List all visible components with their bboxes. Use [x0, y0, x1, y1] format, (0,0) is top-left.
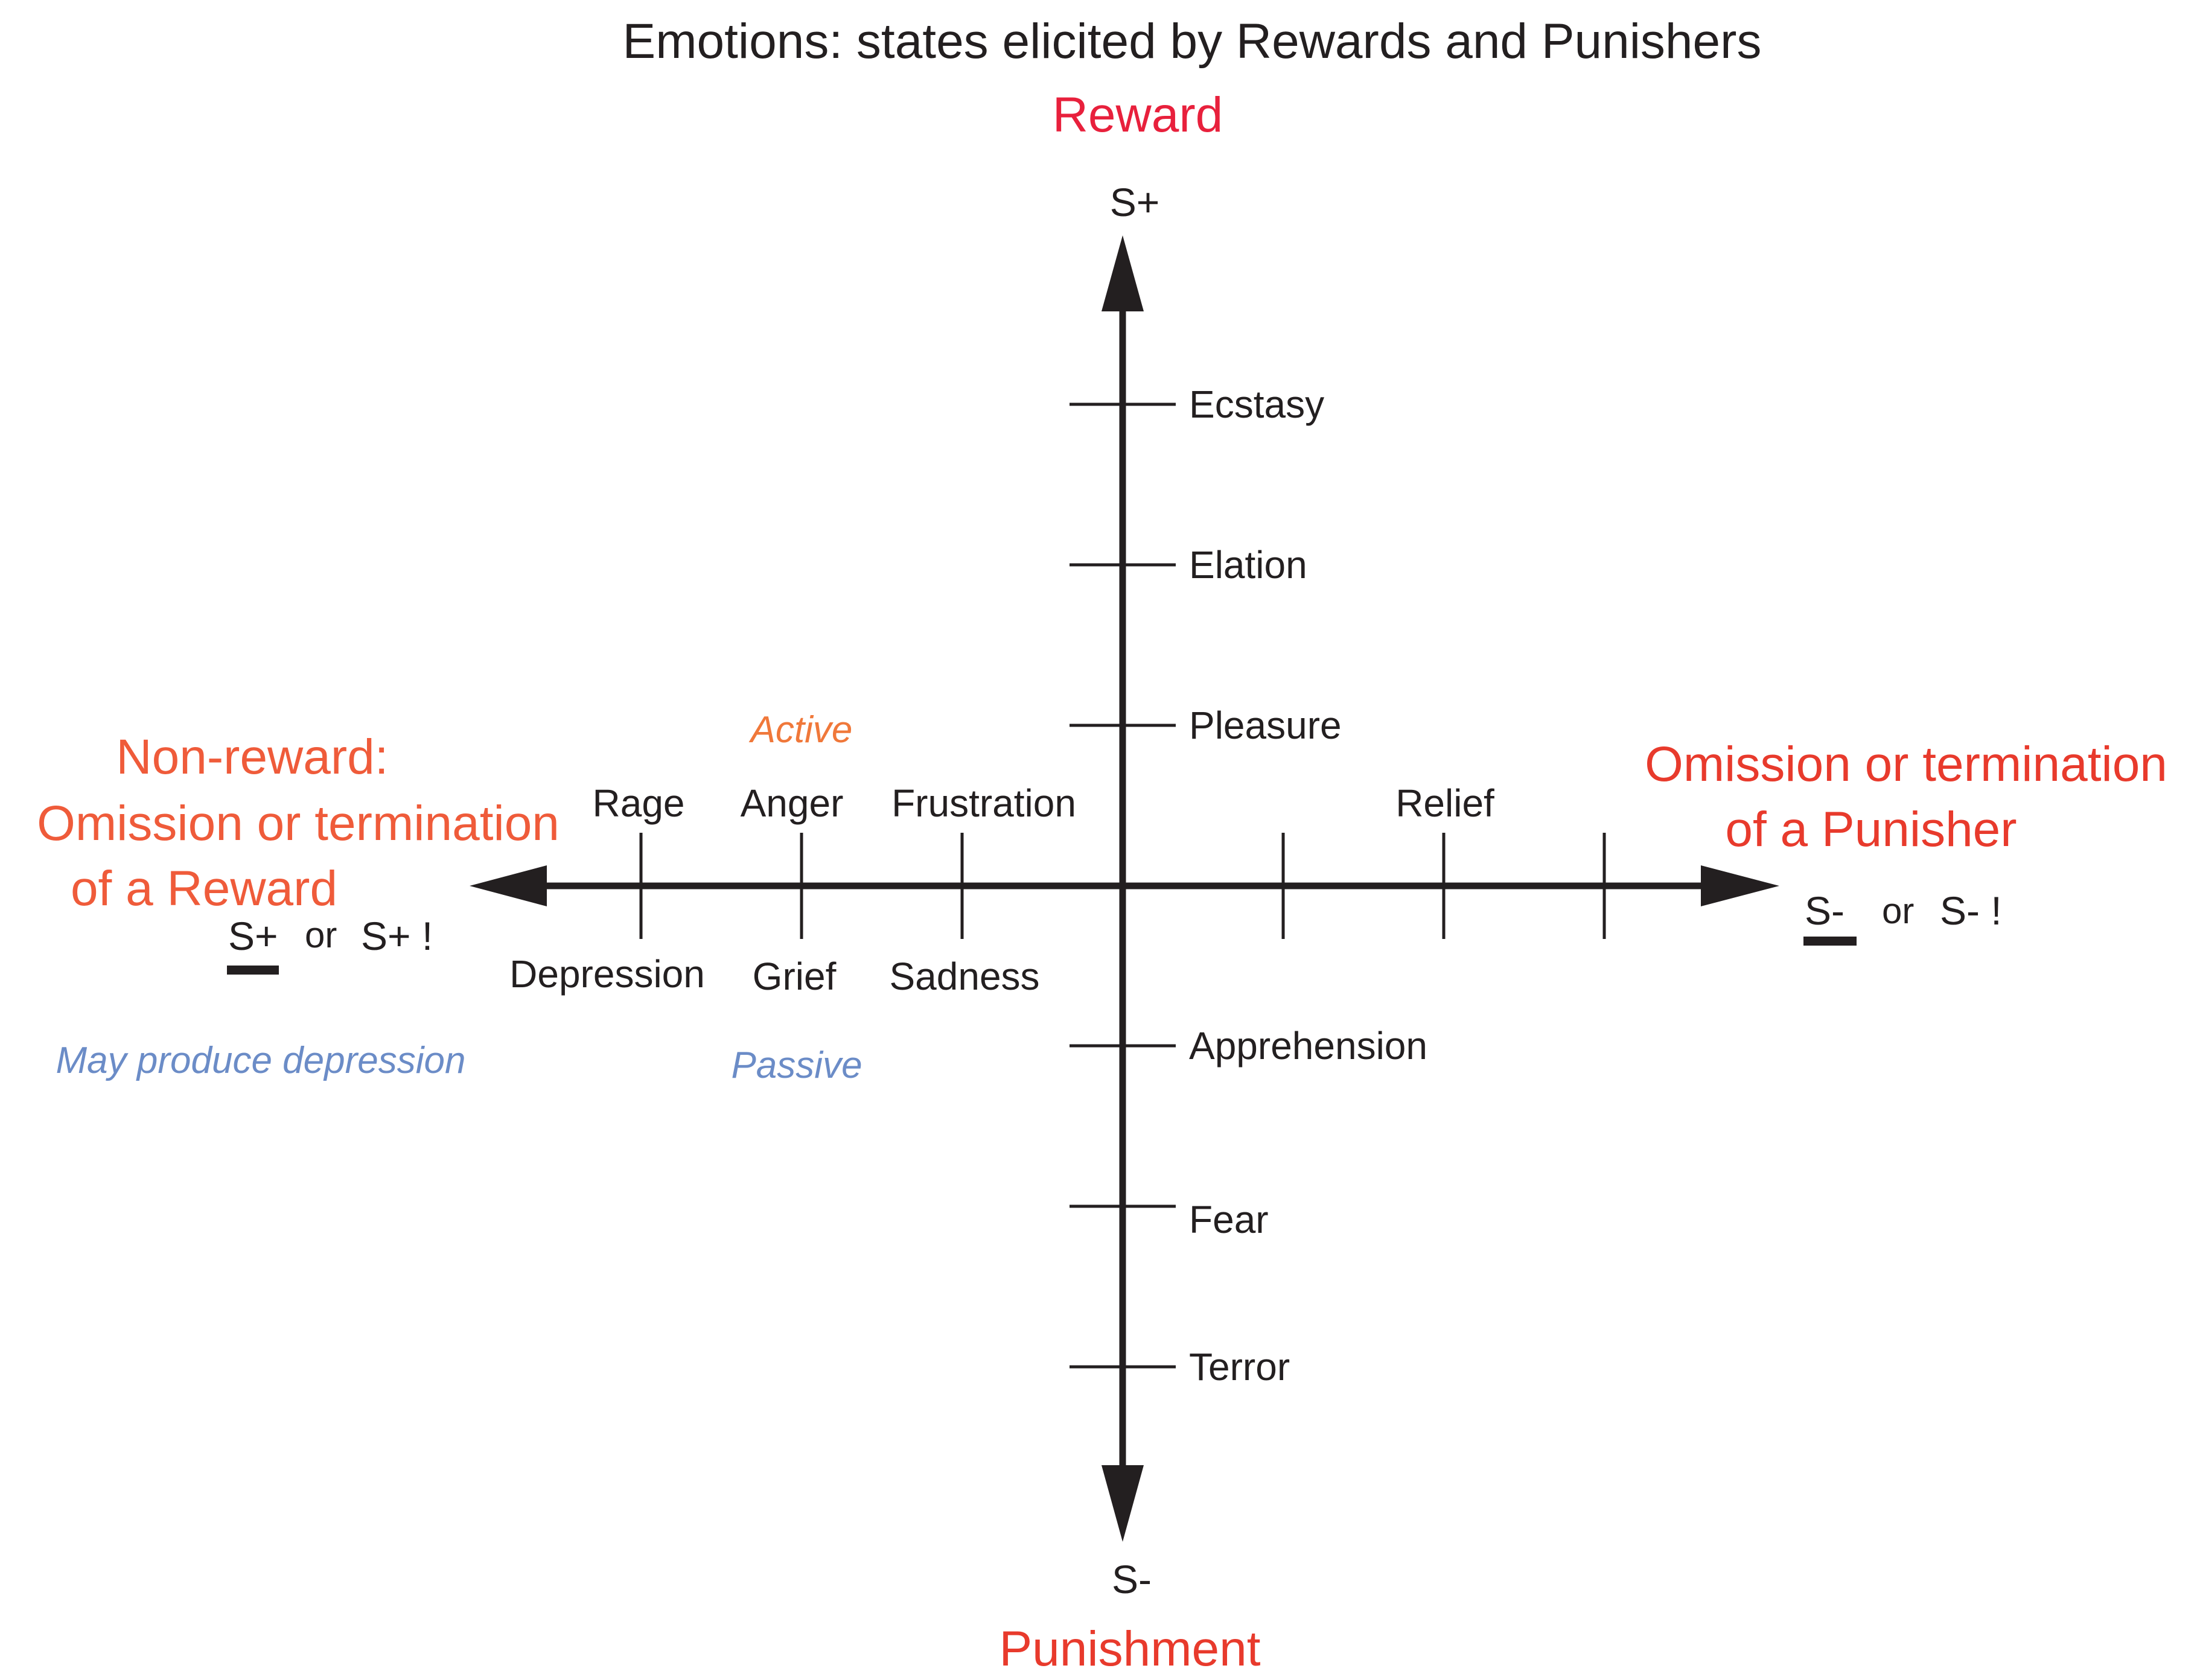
emotion-terror: Terror: [1189, 1345, 1290, 1389]
bottom-axis-stimulus-label: S-: [1112, 1557, 1152, 1602]
axes: [470, 235, 1779, 1542]
depression-note: May produce depression: [56, 1040, 466, 1081]
emotion-pleasure: Pleasure: [1189, 704, 1342, 747]
left-stimulus: S+: [228, 914, 278, 958]
arrowhead-up: [1102, 235, 1144, 311]
arrowhead-right: [1701, 865, 1779, 906]
emotion-ecstasy: Ecstasy: [1189, 383, 1324, 426]
horizontal-ticks: [639, 833, 1606, 939]
emotion-relief: Relief: [1395, 781, 1494, 825]
arrowhead-left: [470, 865, 547, 906]
right-stimulus-symbol: S- or S- !: [1803, 888, 2002, 946]
diagram-title: Emotions: states elicited by Rewards and…: [623, 14, 1762, 69]
emotion-rage: Rage: [593, 781, 685, 825]
punishment-label: Punishment: [999, 1621, 1260, 1676]
left-stimulus-symbol: S+ or S+ !: [227, 914, 433, 975]
emotion-frustration: Frustration: [891, 781, 1076, 825]
emotion-sadness: Sadness: [889, 955, 1039, 998]
right-alt-stimulus: S- !: [1940, 888, 2002, 933]
emotion-depression: Depression: [509, 952, 705, 996]
vertical-ticks: [1070, 402, 1176, 1369]
omission-punisher-line-1: Omission or termination: [1645, 737, 2167, 792]
right-or: or: [1882, 891, 1914, 931]
non-reward-label: Non-reward: Omission or termination of a…: [37, 730, 560, 916]
arrowhead-down: [1102, 1465, 1144, 1542]
left-or: or: [305, 915, 337, 955]
active-annotation: Active: [748, 709, 853, 751]
passive-annotation: Passive: [731, 1045, 862, 1086]
non-reward-line-2: Omission or termination: [37, 796, 560, 851]
emotion-elation: Elation: [1189, 543, 1307, 587]
reward-label: Reward: [1053, 88, 1223, 142]
non-reward-line-3: of a Reward: [71, 861, 337, 916]
left-alt-stimulus: S+ !: [361, 914, 433, 958]
non-reward-line-1: Non-reward:: [116, 730, 388, 784]
vertical-emotion-labels: Ecstasy Elation Pleasure Apprehension Fe…: [1189, 383, 1427, 1389]
top-axis-stimulus-label: S+: [1110, 180, 1160, 224]
emotion-anger: Anger: [741, 781, 844, 825]
emotion-apprehension: Apprehension: [1189, 1024, 1427, 1068]
horizontal-emotion-labels: Rage Anger Frustration Relief Depression…: [509, 781, 1494, 998]
right-stimulus: S-: [1805, 888, 1844, 933]
omission-punisher-label: Omission or termination of a Punisher: [1645, 737, 2167, 857]
left-stimulus-underline: [227, 966, 279, 975]
right-stimulus-underline: [1803, 937, 1857, 946]
emotion-grief: Grief: [753, 955, 837, 998]
emotion-fear: Fear: [1189, 1198, 1269, 1241]
omission-punisher-line-2: of a Punisher: [1725, 802, 2017, 857]
